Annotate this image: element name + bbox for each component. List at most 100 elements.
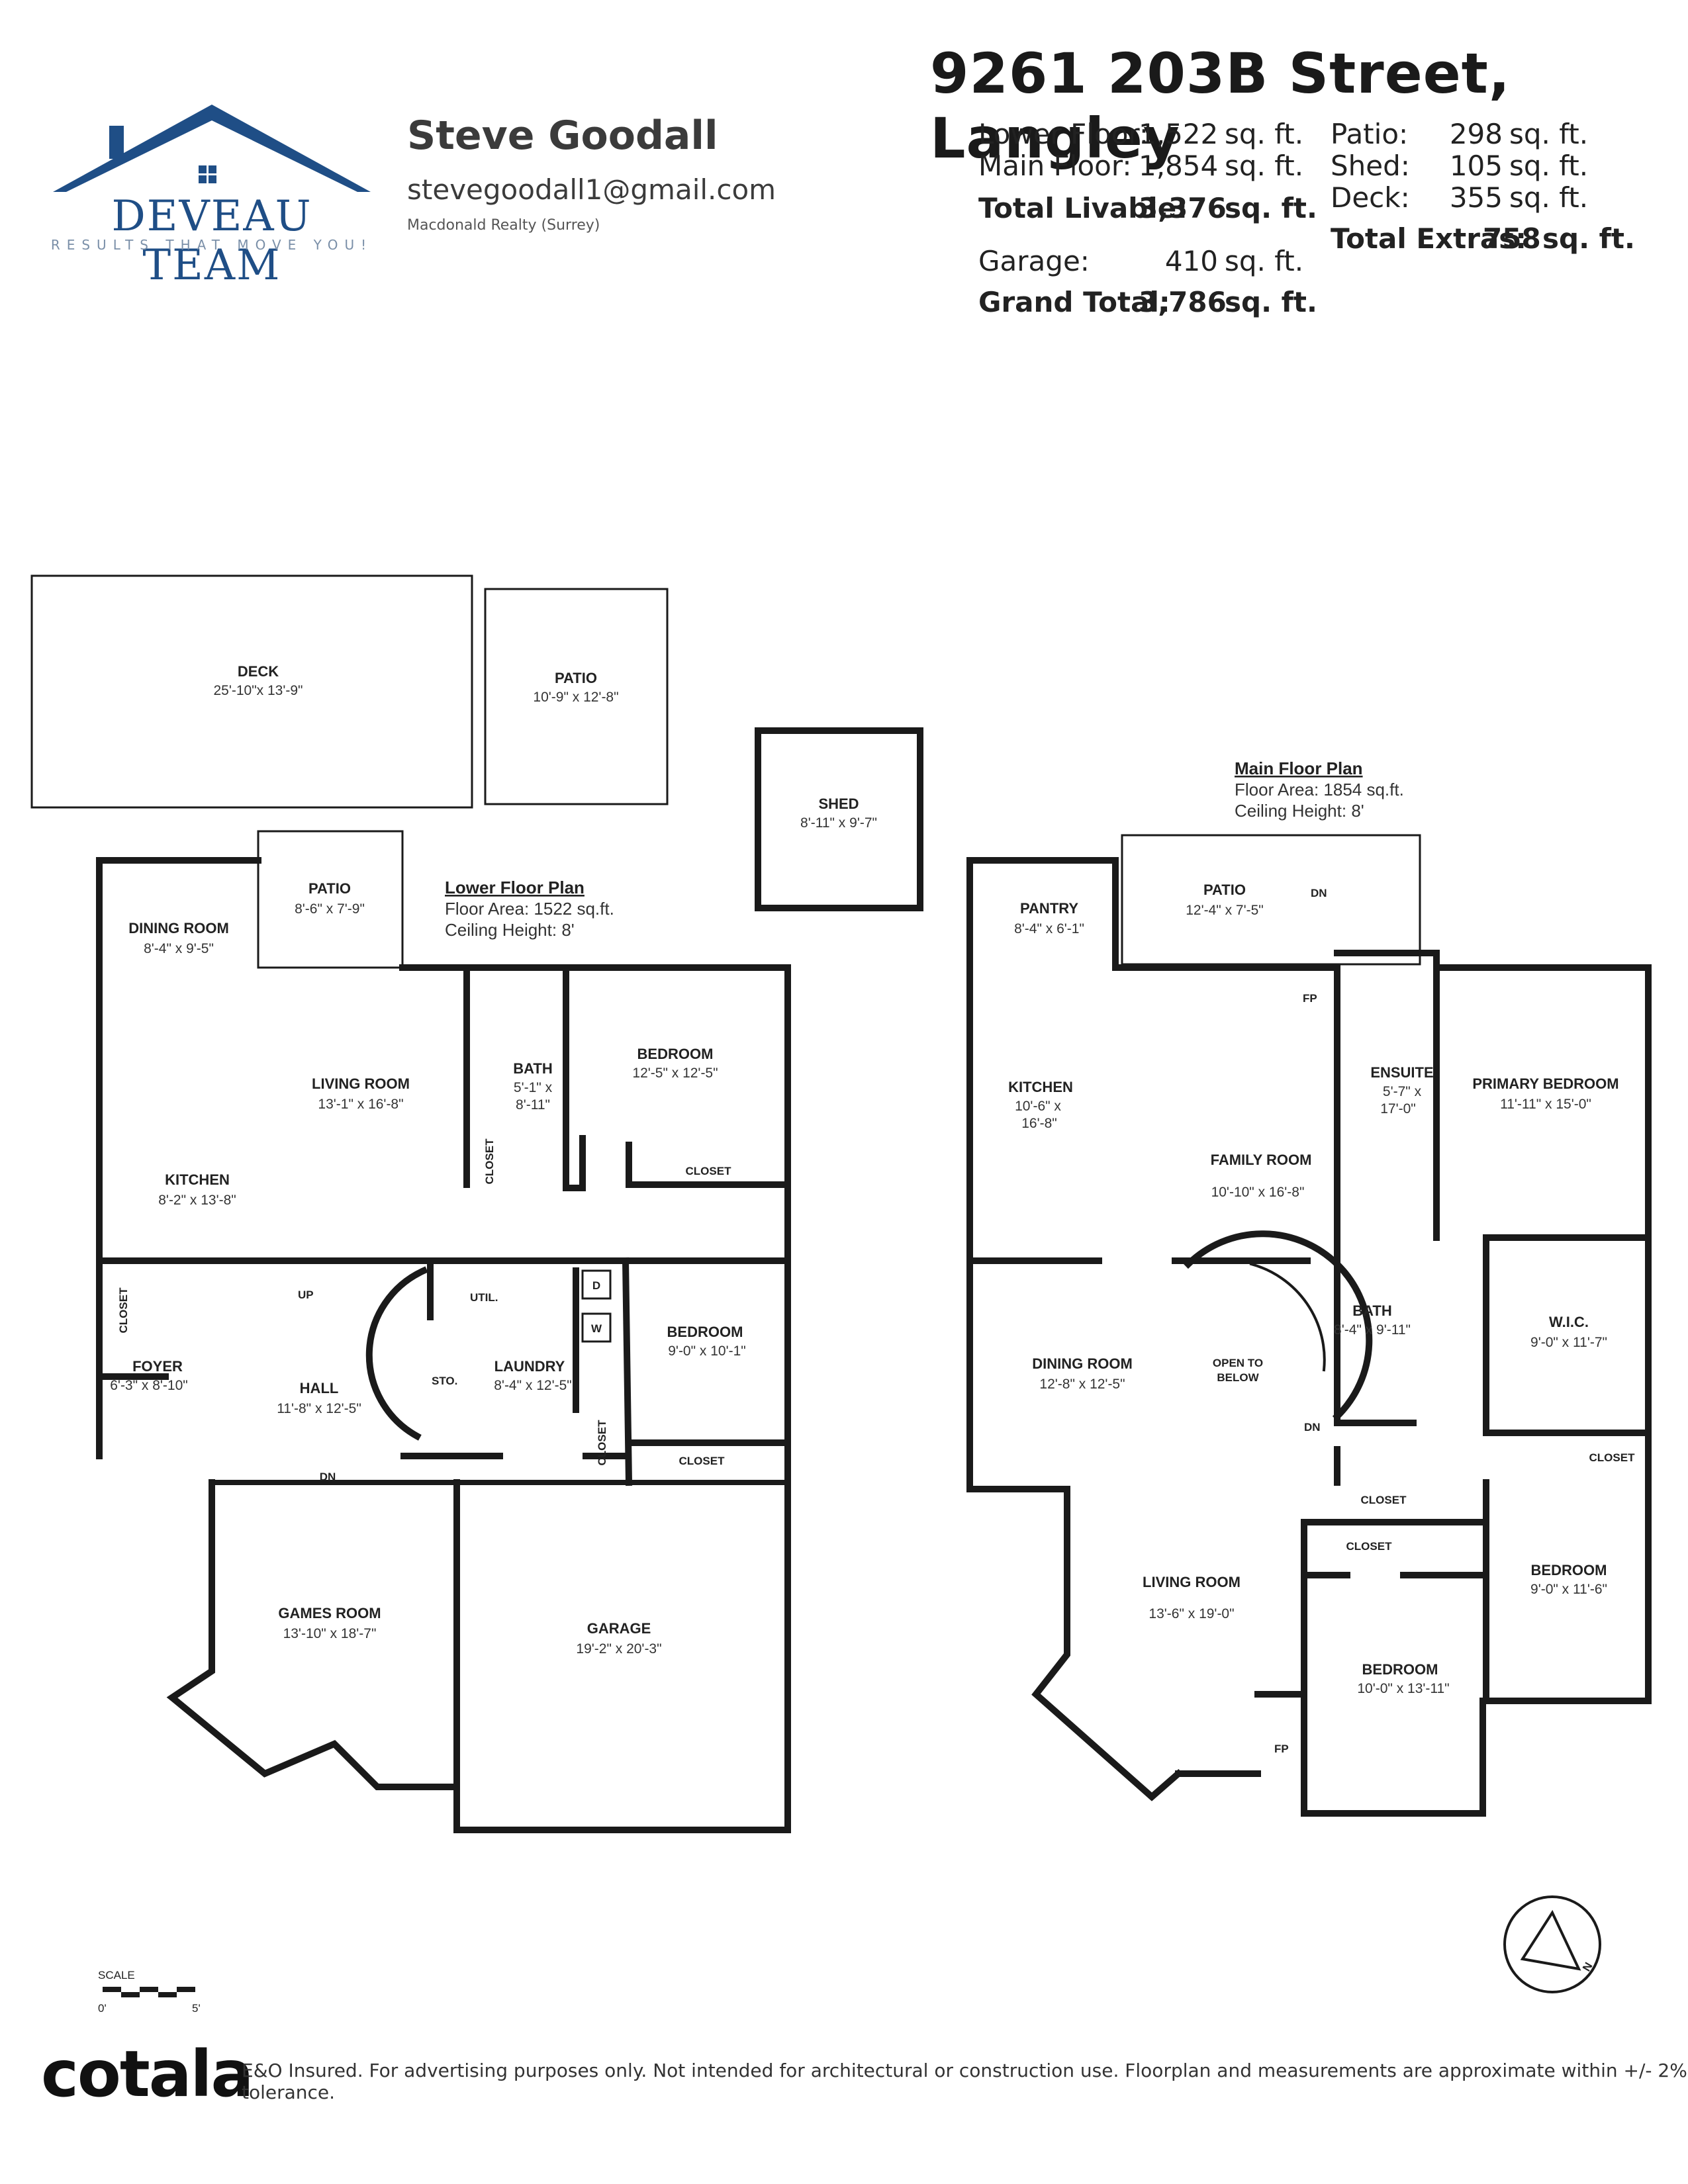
scale-bar <box>103 1987 195 1997</box>
main-living-dims: 13'-6" x 19'-0" <box>1149 1606 1234 1621</box>
util-label: UTIL. <box>470 1291 498 1304</box>
lower-patio-label: PATIO <box>308 880 351 897</box>
unit-label: sq. ft. <box>1509 150 1589 182</box>
lower-dn-label: DN <box>320 1471 336 1483</box>
main-floor-value: 1,854 <box>1139 150 1219 182</box>
lower-closet-bath: CLOSET <box>483 1138 496 1185</box>
main-ceiling: Ceiling Height: 8' <box>1235 801 1364 821</box>
main-bedroom2-dims: 9'-0" x 11'-6" <box>1530 1582 1607 1597</box>
games-room-dims: 13'-10" x 18'-7" <box>283 1626 377 1641</box>
main-kitchen-label: KITCHEN <box>1008 1079 1073 1095</box>
hall-label: HALL <box>300 1380 339 1396</box>
lower-kitchen-label: KITCHEN <box>165 1171 230 1188</box>
garage-label: Garage: <box>978 245 1090 277</box>
lower-floor-value: 1,522 <box>1139 118 1219 150</box>
main-kitchen-dims2: 16'-8" <box>1021 1116 1057 1131</box>
primary-bedroom-label: PRIMARY BEDROOM <box>1472 1075 1618 1092</box>
ensuite-dims1: 5'-7" x <box>1383 1084 1422 1099</box>
pantry-label: PANTRY <box>1020 900 1078 917</box>
lower-bedroom2-dims: 9'-0" x 10'-1" <box>668 1343 745 1359</box>
lower-closet-laundry: CLOSET <box>596 1420 608 1466</box>
garage-dims: 19'-2" x 20'-3" <box>576 1641 661 1657</box>
unit-label: sq. ft. <box>1225 192 1317 224</box>
unit-label: sq. ft. <box>1225 286 1317 318</box>
lower-ceiling: Ceiling Height: 8' <box>445 920 575 940</box>
main-bedroom1-label: BEDROOM <box>1362 1661 1438 1678</box>
shed-label: SHED <box>818 796 859 812</box>
main-closet-wic: CLOSET <box>1589 1451 1636 1464</box>
shed-label: Shed: <box>1331 150 1410 182</box>
patio-label: Patio: <box>1331 118 1409 150</box>
wic-dims: 9'-0" x 11'-7" <box>1530 1335 1607 1350</box>
open-below-2: BELOW <box>1217 1371 1259 1384</box>
lower-living-label: LIVING ROOM <box>312 1075 410 1092</box>
property-address: 9261 203B Street, Langley <box>930 41 1511 171</box>
dryer-label: D <box>592 1279 600 1292</box>
open-below-1: OPEN TO <box>1213 1357 1263 1369</box>
laundry-label: LAUNDRY <box>494 1358 565 1375</box>
main-bedroom1-dims: 10'-0" x 13'-11" <box>1357 1681 1449 1696</box>
lower-patio-dims: 8'-6" x 7'-9" <box>295 901 365 917</box>
main-bath-dims: 8'-4" x 9'-11" <box>1334 1322 1411 1338</box>
total-livable-value: 3,376 <box>1139 192 1227 224</box>
lower-bath-dims1: 5'-1" x <box>514 1080 553 1095</box>
main-dn-stairs: DN <box>1311 887 1327 899</box>
main-dn-hall: DN <box>1304 1421 1321 1433</box>
lower-bedroom1-dims: 12'-5" x 12'-5" <box>632 1066 718 1081</box>
lower-bedroom2-label: BEDROOM <box>667 1324 743 1340</box>
ensuite-dims2: 17'-0" <box>1380 1101 1416 1116</box>
scale-zero: 0' <box>98 2002 107 2015</box>
scale-five: 5' <box>192 2002 201 2015</box>
patio-top-dims: 10'-9" x 12'-8" <box>533 690 618 705</box>
total-extras-value: 758 <box>1483 222 1541 255</box>
main-dining-dims: 12'-8" x 12'-5" <box>1039 1377 1125 1392</box>
agent-email[interactable]: stevegoodall1@gmail.com <box>407 173 776 206</box>
logo-tagline: RESULTS THAT MOVE YOU! <box>50 237 373 253</box>
unit-label: sq. ft. <box>1509 181 1589 214</box>
main-living-label: LIVING ROOM <box>1143 1574 1241 1590</box>
ensuite-label: ENSUITE <box>1370 1064 1433 1081</box>
family-room-dims: 10'-10" x 16'-8" <box>1211 1185 1305 1200</box>
shed-value: 105 <box>1449 150 1503 182</box>
main-patio-label: PATIO <box>1203 882 1246 898</box>
main-patio-dims: 12'-4" x 7'-5" <box>1186 903 1263 918</box>
sto-label: STO. <box>432 1375 457 1387</box>
deveau-team-logo <box>53 105 371 192</box>
agent-name: Steve Goodall <box>407 113 718 159</box>
lower-bedroom1-label: BEDROOM <box>637 1046 714 1062</box>
wic-label: W.I.C. <box>1549 1314 1589 1330</box>
lower-closet-bedroom1: CLOSET <box>686 1165 732 1177</box>
fp1-label: FP <box>1303 992 1317 1005</box>
main-kitchen-dims1: 10'-6" x <box>1015 1099 1061 1114</box>
foyer-label: FOYER <box>132 1358 183 1375</box>
lower-dining-label: DINING ROOM <box>128 920 229 936</box>
scale-label: SCALE <box>98 1969 135 1981</box>
lower-floor-walls <box>30 574 923 1833</box>
lower-floor-area: Floor Area: 1522 sq.ft. <box>445 899 614 919</box>
unit-label: sq. ft. <box>1225 150 1304 182</box>
logo-wordmark: DEVEAU TEAM <box>111 192 312 290</box>
disclaimer-text: E&O Insured. For advertising purposes on… <box>242 2060 1687 2103</box>
lower-kitchen-dims: 8'-2" x 13'-8" <box>158 1193 236 1208</box>
main-floor-walls <box>966 834 1652 1817</box>
up-label: UP <box>298 1289 314 1301</box>
cotala-logo: cotala <box>41 2037 254 2111</box>
family-room-label: FAMILY ROOM <box>1211 1152 1312 1168</box>
total-extras-label: Total Extras: <box>1331 222 1527 255</box>
garage-label: GARAGE <box>587 1620 651 1637</box>
shed-dims: 8'-11" x 9'-7" <box>800 815 877 831</box>
agent-company: Macdonald Realty (Surrey) <box>407 217 600 234</box>
main-plan-title: Main Floor Plan <box>1235 758 1363 778</box>
lower-closet-foyer: CLOSET <box>117 1287 130 1334</box>
lower-floor-label: Lower Floor: <box>978 118 1149 150</box>
north-compass-icon: N <box>1503 1895 1601 1993</box>
garage-value: 410 <box>1164 245 1218 277</box>
main-bath-label: BATH <box>1352 1302 1391 1319</box>
patio-value: 298 <box>1449 118 1503 150</box>
lower-plan-title: Lower Floor Plan <box>445 878 585 897</box>
laundry-dims: 8'-4" x 12'-5" <box>494 1378 571 1393</box>
total-livable-label: Total Livable: <box>978 192 1188 224</box>
deck-dims: 25'-10"x 13'-9" <box>213 683 303 698</box>
main-floor-area: Floor Area: 1854 sq.ft. <box>1235 780 1404 799</box>
